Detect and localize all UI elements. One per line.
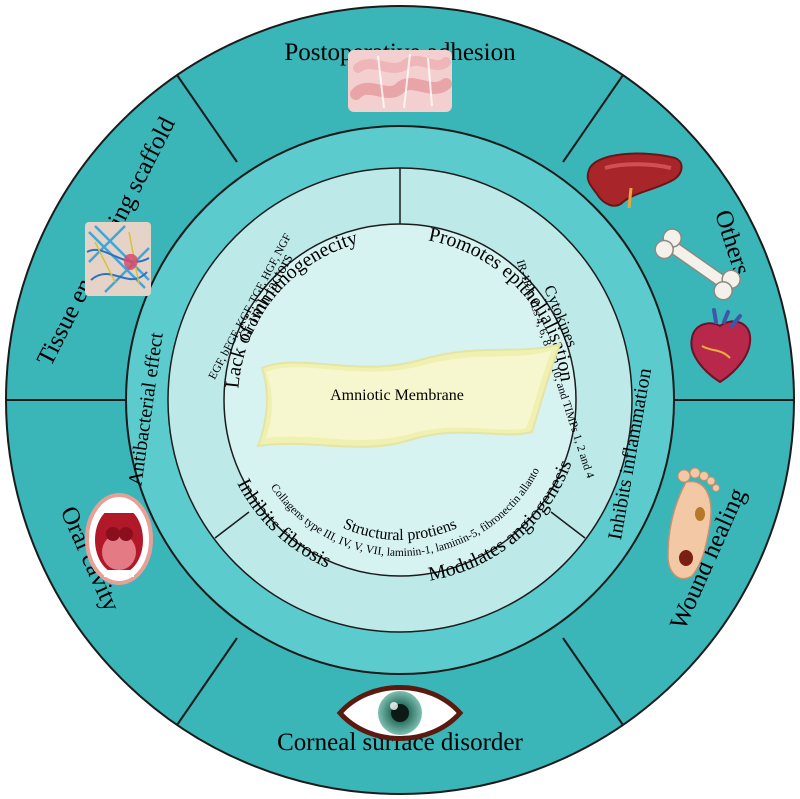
inner-dividers (214, 168, 586, 539)
outer-dividers (6, 74, 794, 726)
mouth-icon (85, 493, 153, 585)
heart-icon (690, 308, 752, 384)
scaffold-icon (85, 222, 151, 296)
label-amniotic-membrane: Amniotic Membrane (330, 387, 464, 404)
liver-icon (586, 152, 683, 209)
foot-icon (667, 467, 720, 580)
eye-icon (336, 685, 464, 741)
amniotic-membrane-shape (256, 342, 562, 448)
bone-icon (654, 228, 741, 301)
intestine-icon (348, 50, 452, 112)
